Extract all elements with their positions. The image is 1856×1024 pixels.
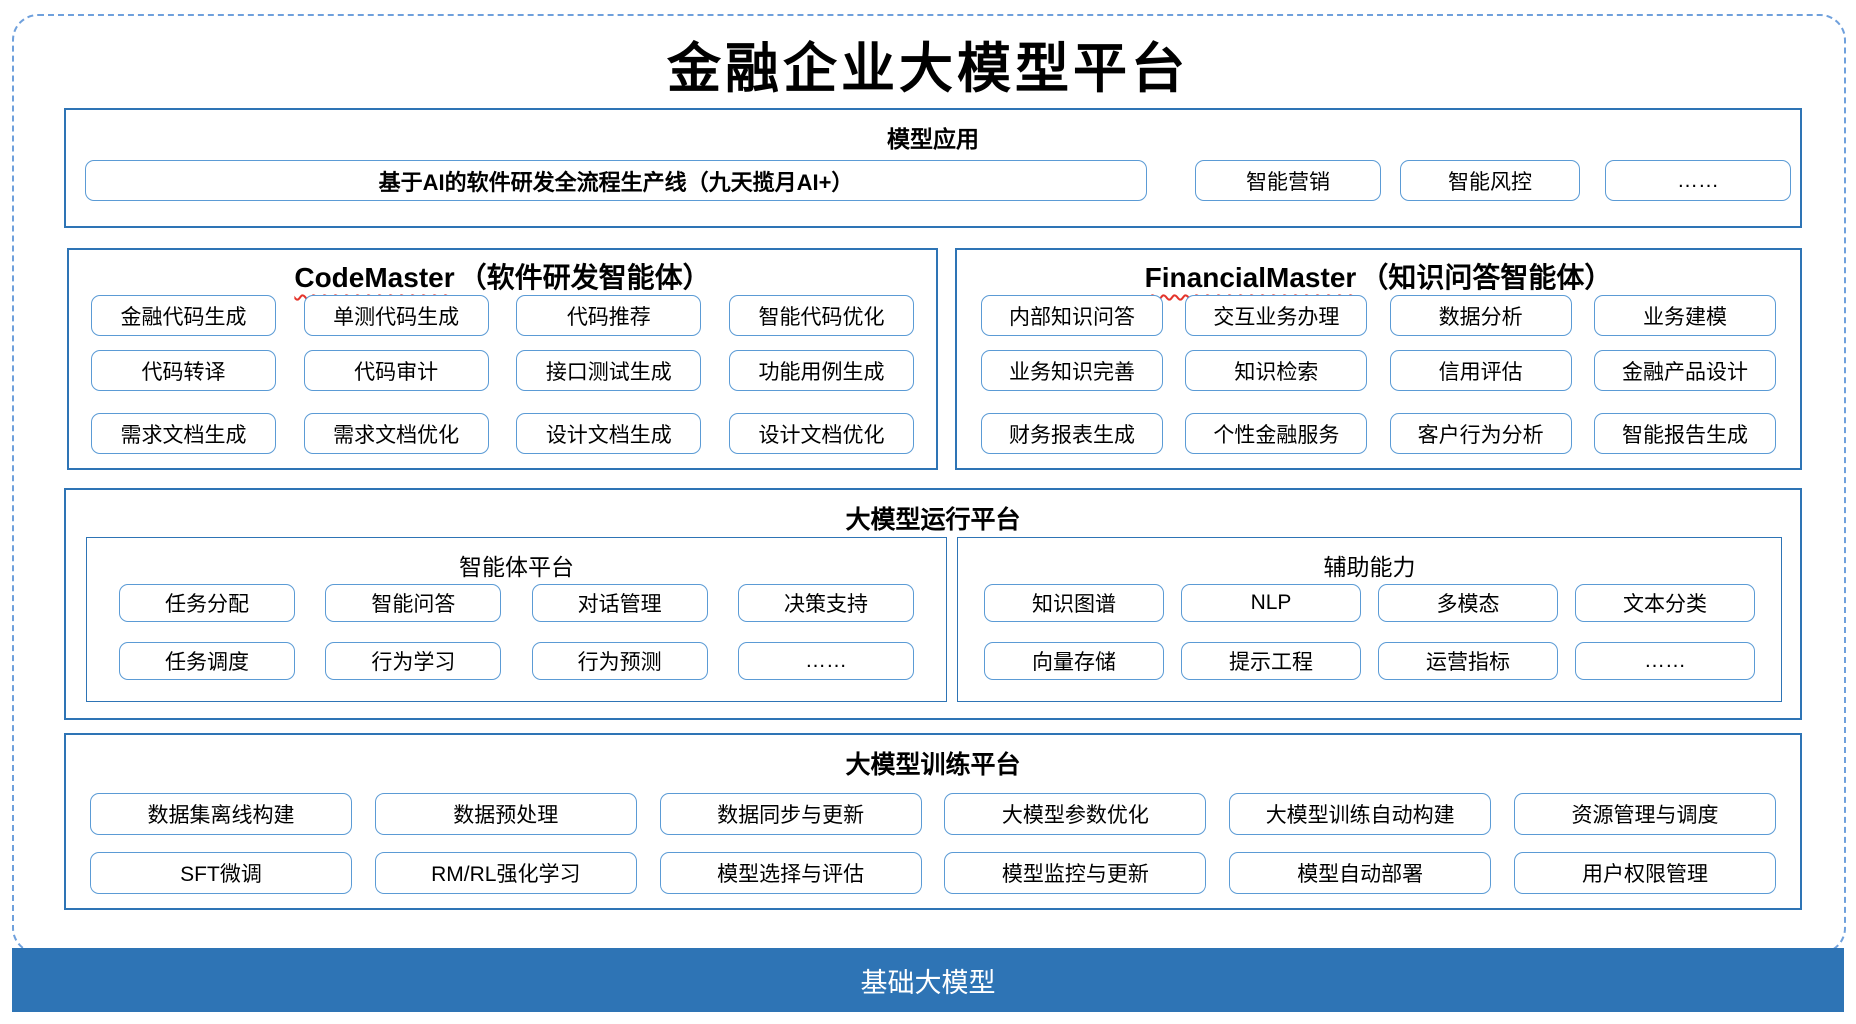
agent-platform-title: 智能体平台 [459,554,574,580]
capability-box: …… [1575,642,1755,680]
capability-box: NLP [1181,584,1361,622]
runtime-platform-title: 大模型运行平台 [845,506,1021,534]
capability-box: 数据分析 [1389,295,1572,336]
capability-box: 行为预测 [531,642,708,680]
financialmaster-section-title: FinancialMaster（知识问答智能体） [957,256,1800,296]
capability-box: …… [737,642,914,680]
codemaster-title-zh: （软件研发智能体） [458,262,711,293]
capability-box: 需求文档优化 [303,413,489,454]
capability-box: 智能报告生成 [1593,413,1776,454]
capability-box: 模型监控与更新 [944,852,1207,894]
capability-box: 信用评估 [1389,350,1572,391]
capability-box: 知识图谱 [984,584,1164,622]
capability-box: 智能问答 [325,584,502,622]
capability-box: 对话管理 [531,584,708,622]
capability-box: 文本分类 [1575,584,1755,622]
codemaster-section-title: CodeMaster（软件研发智能体） [69,256,936,296]
capability-box: 业务建模 [1593,295,1776,336]
codemaster-section: CodeMaster（软件研发智能体） 金融代码生成 单测代码生成 代码推荐 智… [67,248,938,470]
capability-box: 交互业务办理 [1185,295,1368,336]
capability-box: …… [1605,160,1791,201]
capability-box: 提示工程 [1181,642,1361,680]
capability-box: 资源管理与调度 [1513,793,1776,835]
capability-box: 任务调度 [119,642,295,680]
capability-box: 数据集离线构建 [90,793,352,835]
aux-capability-title: 辅助能力 [1323,554,1416,580]
capability-box: 决策支持 [737,584,914,622]
capability-box: 设计文档生成 [516,413,702,454]
base-model-bar: 基础大模型 [12,948,1844,1012]
capability-box: 数据预处理 [374,793,637,835]
model-application-section: 模型应用 基于AI的软件研发全流程生产线（九天揽月AI+） 智能营销 智能风控 … [64,108,1802,228]
capability-box: 单测代码生成 [303,295,489,336]
capability-box: 行为学习 [325,642,502,680]
page-title: 金融企业大模型平台 [667,36,1189,100]
capability-box: 代码审计 [303,350,489,391]
capability-box: 任务分配 [119,584,295,622]
capability-box: 智能风控 [1400,160,1580,201]
capability-box: 接口测试生成 [516,350,702,391]
capability-box: 业务知识完善 [981,350,1163,391]
capability-box: 金融产品设计 [1593,350,1776,391]
capability-box: 设计文档优化 [728,413,914,454]
capability-box: 个性金融服务 [1185,413,1368,454]
capability-box: RM/RL强化学习 [374,852,637,894]
capability-box: 客户行为分析 [1389,413,1572,454]
financialmaster-title-en: FinancialMaster [1144,262,1357,293]
capability-box: 大模型训练自动构建 [1229,793,1492,835]
capability-box: 代码转译 [91,350,276,391]
agent-platform-subsection: 智能体平台 任务分配 智能问答 对话管理 决策支持 任务调度 行为学习 行为预测… [86,537,947,702]
capability-box: 代码推荐 [516,295,702,336]
capability-box: 模型选择与评估 [659,852,922,894]
codemaster-title-en: CodeMaster [294,262,455,293]
training-platform-section: 大模型训练平台 数据集离线构建 数据预处理 数据同步与更新 大模型参数优化 大模… [64,733,1802,910]
capability-box: 运营指标 [1378,642,1558,680]
capability-box: 功能用例生成 [728,350,914,391]
capability-box: 模型自动部署 [1229,852,1492,894]
financialmaster-title-zh: （知识问答智能体） [1360,262,1613,293]
capability-box: 内部知识问答 [981,295,1163,336]
capability-box: 财务报表生成 [981,413,1163,454]
base-model-label: 基础大模型 [860,967,996,998]
capability-box: 用户权限管理 [1513,852,1776,894]
aux-capability-subsection: 辅助能力 知识图谱 NLP 多模态 文本分类 向量存储 提示工程 运营指标 …… [957,537,1782,702]
capability-box: 数据同步与更新 [659,793,922,835]
training-platform-title: 大模型训练平台 [845,751,1021,779]
model-application-title: 模型应用 [887,126,979,152]
capability-box: 智能代码优化 [728,295,914,336]
capability-box: 基于AI的软件研发全流程生产线（九天揽月AI+） [85,160,1147,201]
financialmaster-section: FinancialMaster（知识问答智能体） 内部知识问答 交互业务办理 数… [955,248,1802,470]
capability-box: 向量存储 [984,642,1164,680]
capability-box: SFT微调 [90,852,352,894]
capability-box: 大模型参数优化 [944,793,1207,835]
capability-box: 多模态 [1378,584,1558,622]
capability-box: 金融代码生成 [91,295,276,336]
capability-box: 需求文档生成 [91,413,276,454]
capability-box: 知识检索 [1185,350,1368,391]
runtime-platform-section: 大模型运行平台 智能体平台 任务分配 智能问答 对话管理 决策支持 任务调度 行… [64,488,1802,720]
capability-box: 智能营销 [1195,160,1381,201]
